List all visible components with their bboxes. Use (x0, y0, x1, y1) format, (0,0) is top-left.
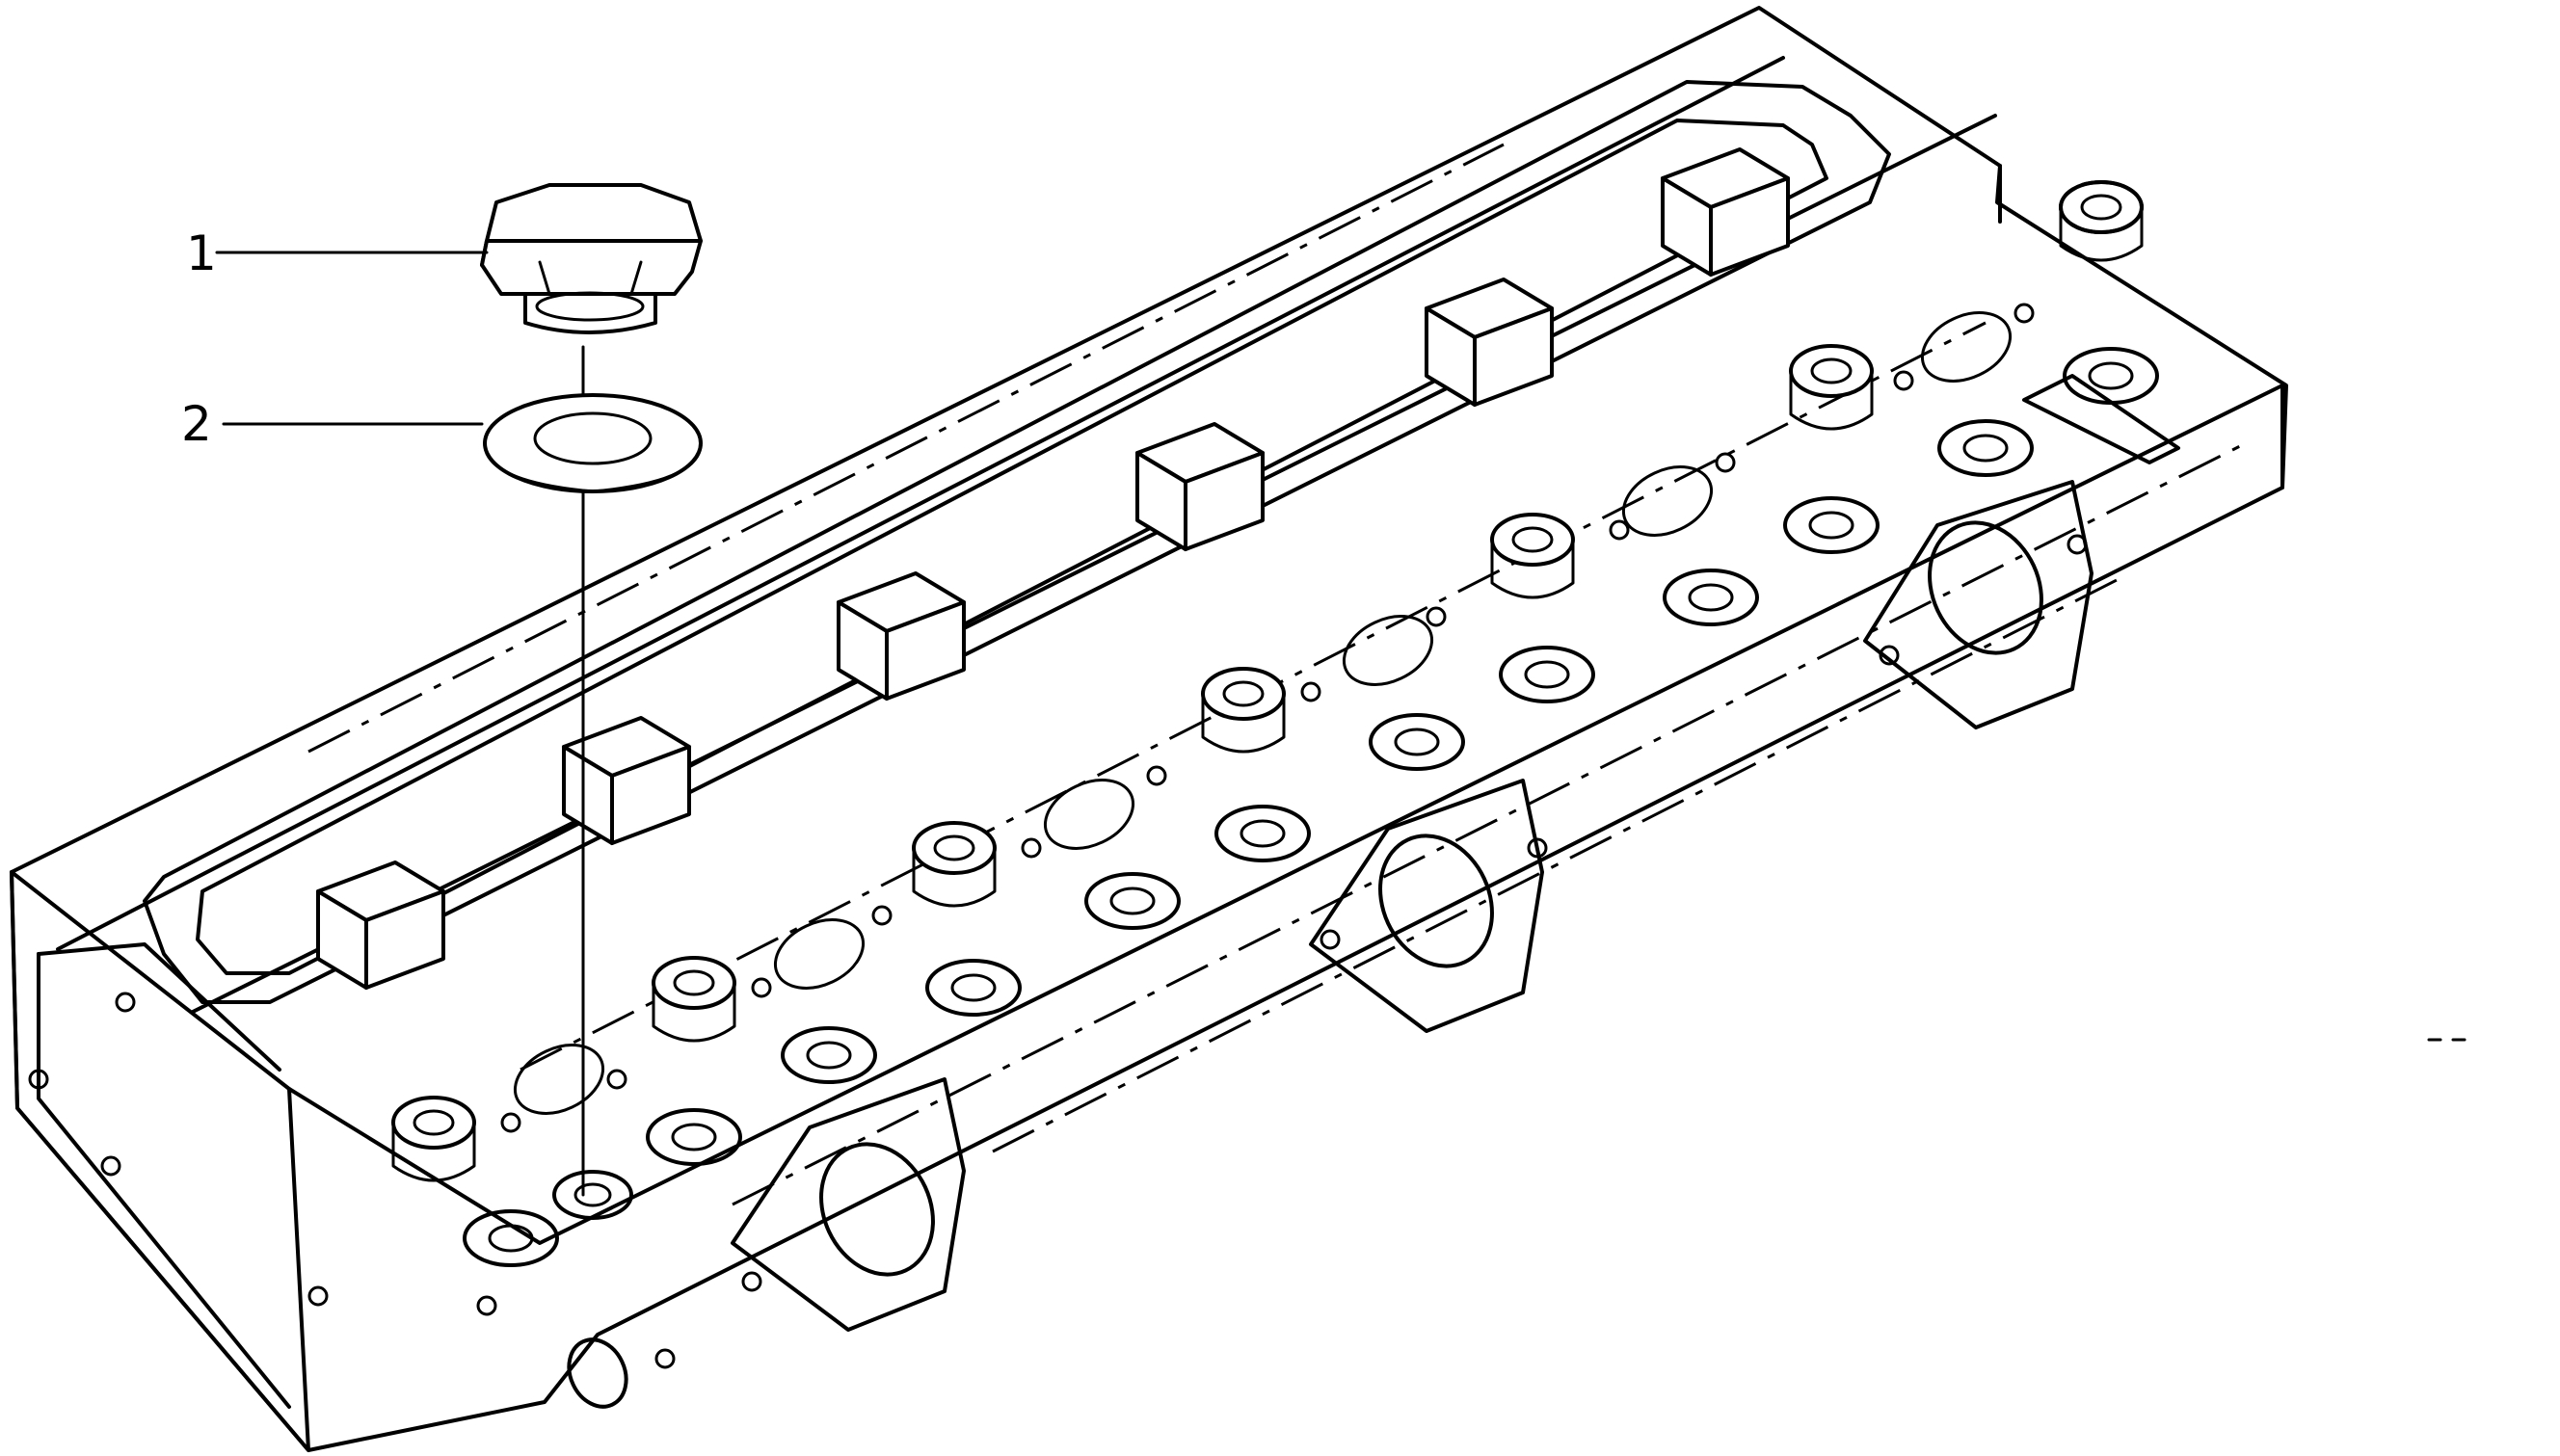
washer-part (483, 393, 703, 493)
cylinder-head-body (10, 6, 2288, 1452)
cylinder-bosses (316, 147, 1790, 990)
plug-part (480, 183, 703, 334)
callout-2-label: 2 (181, 396, 212, 452)
exploded-parts: 1 2 (181, 183, 703, 1197)
valve-bosses (28, 180, 2180, 1409)
callout-1-label: 1 (186, 225, 217, 281)
